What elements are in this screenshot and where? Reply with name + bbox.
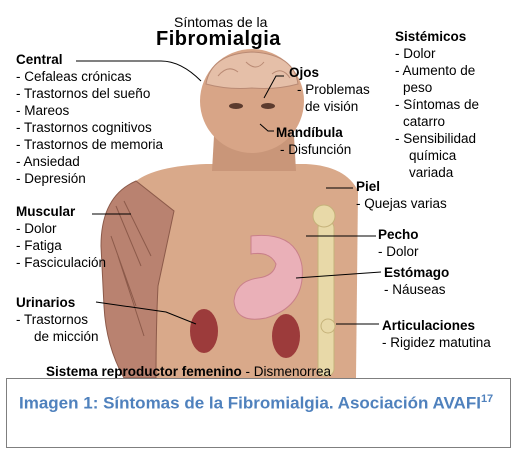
eye-left — [229, 103, 243, 109]
symptom-item: - Cefaleas crónicas — [16, 68, 163, 85]
symptom-item: - Sensibilidad — [395, 130, 479, 147]
group-estomago: Estómago - Náuseas — [384, 264, 449, 298]
group-urinarios: Urinarios - Trastornos de micción — [16, 294, 99, 345]
group-pecho: Pecho - Dolor — [378, 226, 419, 260]
symptom-item: - Náuseas — [384, 281, 449, 298]
symptom-item: - Fatiga — [16, 237, 106, 254]
group-heading: Mandíbula — [276, 124, 351, 141]
symptom-item: - Síntomas de — [395, 96, 479, 113]
symptom-item: - Trastornos — [16, 311, 99, 328]
bone-arm — [318, 221, 334, 376]
symptom-item: - Trastornos de memoria — [16, 136, 163, 153]
group-heading: Pecho — [378, 226, 419, 243]
group-heading: Estómago — [384, 264, 449, 281]
caption-text: Imagen 1: Síntomas de la Fibromialgia. A… — [19, 394, 481, 413]
figure-caption-box: Imagen 1: Síntomas de la Fibromialgia. A… — [6, 378, 511, 448]
symptom-item: - Disfunción — [276, 141, 351, 158]
eye-right — [261, 103, 275, 109]
kidney-left — [190, 309, 218, 353]
symptom-item: - Dolor — [395, 45, 479, 62]
group-heading: Urinarios — [16, 294, 99, 311]
elbow-joint — [321, 319, 335, 333]
group-central: Central - Cefaleas crónicas - Trastornos… — [16, 51, 163, 187]
group-muscular: Muscular - Dolor - Fatiga - Fasciculació… — [16, 203, 106, 271]
fibromyalgia-diagram: Síntomas de la Fibromialgia Central - Ce… — [6, 6, 514, 378]
figure-caption: Imagen 1: Síntomas de la Fibromialgia. A… — [19, 389, 498, 414]
group-ojos: Ojos - Problemas de visión — [289, 64, 370, 115]
group-sistemicos: Sistémicos - Dolor - Aumento de peso - S… — [395, 28, 479, 181]
symptom-item: - Ansiedad — [16, 153, 163, 170]
reproductive-system-label: Sistema reproductor femenino - Dismenorr… — [46, 364, 331, 379]
symptom-item: de micción — [16, 328, 99, 345]
group-mandibula: Mandíbula - Disfunción — [276, 124, 351, 158]
group-heading: Piel — [356, 178, 447, 195]
group-heading: Sistema reproductor femenino — [46, 364, 242, 379]
symptom-item: - Trastornos del sueño — [16, 85, 163, 102]
symptom-item: - Quejas varias — [356, 195, 447, 212]
symptom-item: - Fasciculación — [16, 254, 106, 271]
symptom-item: - Dolor — [378, 243, 419, 260]
symptom-item: - Mareos — [16, 102, 163, 119]
symptom-item: peso — [395, 79, 479, 96]
symptom-item: de visión — [289, 98, 370, 115]
group-heading: Articulaciones — [382, 317, 491, 334]
group-heading: Sistémicos — [395, 28, 479, 45]
group-heading: Ojos — [289, 64, 370, 81]
group-heading: Central — [16, 51, 163, 68]
kidney-right — [272, 314, 300, 358]
diagram-title: Fibromialgia — [156, 28, 281, 51]
shoulder-joint — [313, 205, 335, 227]
symptom-item: - Trastornos cognitivos — [16, 119, 163, 136]
symptom-item: - Rigidez matutina — [382, 334, 491, 351]
symptom-item: química — [395, 147, 479, 164]
group-heading: Muscular — [16, 203, 106, 220]
symptom-item: - Depresión — [16, 170, 163, 187]
symptom-item: catarro — [395, 113, 479, 130]
symptom-item: - Dolor — [16, 220, 106, 237]
caption-reference: 17 — [481, 393, 493, 405]
group-piel: Piel - Quejas varias — [356, 178, 447, 212]
group-articulaciones: Articulaciones - Rigidez matutina — [382, 317, 491, 351]
symptom-item: - Problemas — [289, 81, 370, 98]
symptom-item: - Aumento de — [395, 62, 479, 79]
symptom-item: - Dismenorrea — [242, 364, 331, 379]
brain — [206, 52, 298, 89]
